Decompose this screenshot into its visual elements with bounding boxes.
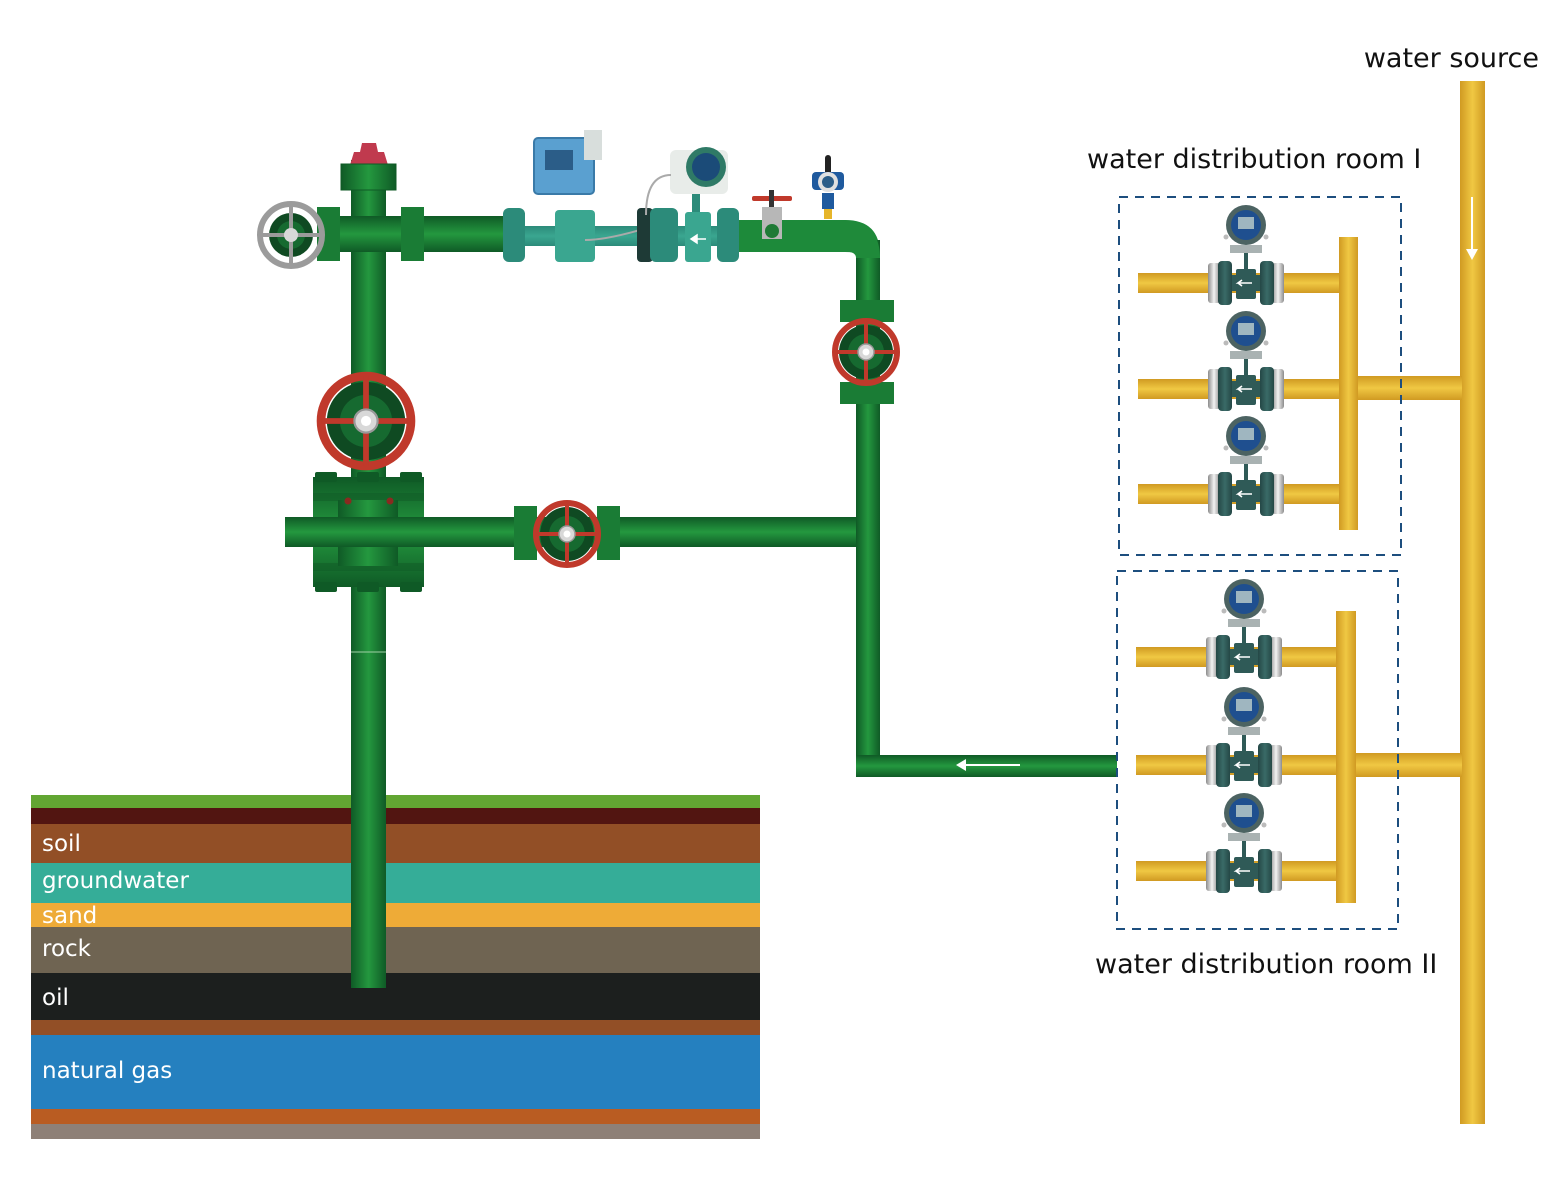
stratum-groundwater <box>31 863 760 903</box>
flowmeter-icon <box>1207 204 1285 306</box>
feed-pipe-room-2 <box>1354 753 1462 777</box>
distribution-room-1 <box>1118 196 1402 556</box>
stratum-label-sand: sand <box>42 903 97 929</box>
stratum-sand <box>31 903 760 927</box>
needle-valve <box>752 190 792 239</box>
room-1-label: water distribution room I <box>1087 144 1421 175</box>
feed-pipe-room-1 <box>1356 376 1462 400</box>
flowmeter-icon <box>1207 415 1285 517</box>
gray-gate-valve <box>257 201 325 269</box>
stratum-label-soil: soil <box>42 831 81 857</box>
manifold-header-pipe <box>1339 237 1358 530</box>
stratum-cap-rock <box>31 1020 760 1035</box>
stratum-label-natural-gas: natural gas <box>42 1058 172 1084</box>
master-valve <box>321 376 411 466</box>
stratum-oil <box>31 973 760 1020</box>
distribution-room-2 <box>1116 570 1399 930</box>
stratum-label-rock: rock <box>42 936 92 962</box>
injection-control-valve <box>835 321 897 383</box>
wellhead-assembly <box>257 130 1117 988</box>
flow-arrow-left <box>956 759 1020 771</box>
flowmeter-icon <box>1205 686 1283 788</box>
wellhead-cap <box>340 143 397 191</box>
flowmeter-icon <box>1207 310 1285 412</box>
electromagnetic-flowmeter-2 <box>637 147 739 262</box>
stratum-label-groundwater: groundwater <box>42 868 189 894</box>
stratum-base-2 <box>31 1124 760 1139</box>
stratum-label-oil: oil <box>42 985 69 1011</box>
stratum-rock <box>31 927 760 973</box>
stratum-grass <box>31 795 760 808</box>
stratum-soil <box>31 824 760 863</box>
stratum-natural-gas <box>31 1035 760 1109</box>
stratum-base-1 <box>31 1109 760 1124</box>
flowmeter-icon <box>1205 578 1283 680</box>
manifold-header-pipe <box>1336 611 1356 903</box>
flowmeter-icon <box>1205 792 1283 894</box>
water-source-main <box>1354 81 1485 1124</box>
water-source-label: water source <box>1364 43 1539 74</box>
flow-arrow-down <box>1466 197 1478 260</box>
ground-strata: soil groundwater sand rock oil natural gas <box>31 795 760 1139</box>
wing-valve <box>536 503 598 565</box>
stratum-topsoil <box>31 808 760 824</box>
room-2-label: water distribution room II <box>1095 949 1437 980</box>
pressure-transmitter <box>812 155 844 219</box>
